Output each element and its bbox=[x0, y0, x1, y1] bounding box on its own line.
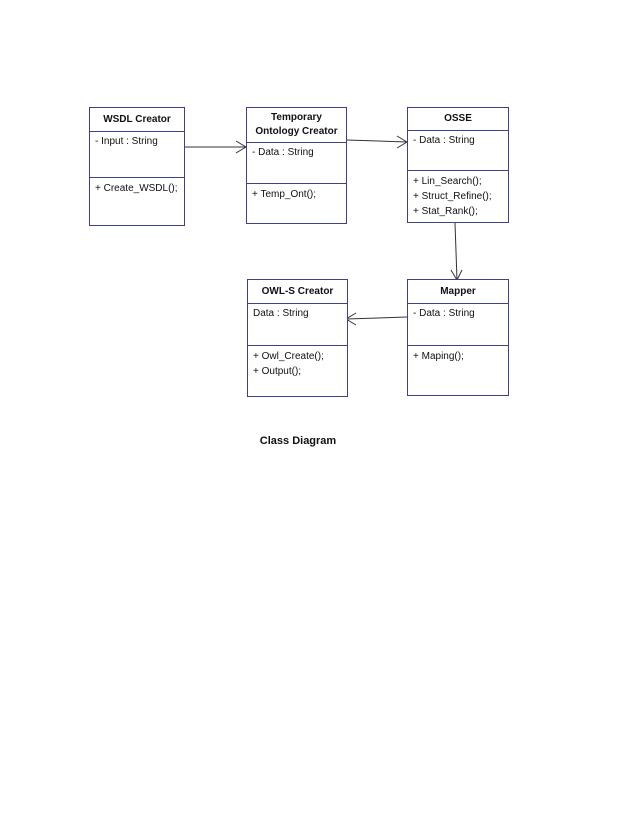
class-temporary-ontology-creator: Temporary Ontology Creator - Data : Stri… bbox=[246, 107, 347, 224]
method: + Output(); bbox=[253, 366, 302, 377]
attribute: - Data : String bbox=[252, 147, 314, 158]
class-wsdl-creator: WSDL Creator - Input : String + Create_W… bbox=[89, 107, 185, 226]
method: + Temp_Ont(); bbox=[252, 189, 317, 200]
method: + Lin_Search(); bbox=[413, 176, 482, 187]
attribute: Data : String bbox=[253, 308, 309, 319]
attribute: - Data : String bbox=[413, 135, 475, 147]
class-name: OSSE bbox=[408, 108, 508, 132]
diagram-caption: Class Diagram bbox=[259, 435, 337, 447]
class-attributes: - Input : String bbox=[90, 132, 184, 178]
class-methods: + Create_WSDL(); bbox=[90, 178, 184, 225]
class-attributes: - Data : String bbox=[408, 131, 508, 171]
class-methods: + Maping(); bbox=[408, 346, 508, 395]
class-attributes: Data : String bbox=[248, 304, 347, 346]
association-mapper-to-owls bbox=[345, 316, 408, 320]
association-temp-ontology-to-osse bbox=[346, 139, 408, 143]
method: + Create_WSDL(); bbox=[95, 183, 178, 194]
class-attributes: - Data : String bbox=[247, 143, 346, 184]
class-name: OWL-S Creator bbox=[248, 280, 347, 304]
class-methods: + Owl_Create(); + Output(); bbox=[248, 346, 347, 396]
class-mapper: Mapper - Data : String + Maping(); bbox=[407, 279, 509, 396]
attribute: - Input : String bbox=[95, 136, 158, 147]
method: + Struct_Refine(); bbox=[413, 191, 492, 202]
class-methods: + Temp_Ont(); bbox=[247, 184, 346, 223]
class-owl-s-creator: OWL-S Creator Data : String + Owl_Create… bbox=[247, 279, 348, 397]
method: + Owl_Create(); bbox=[253, 351, 324, 362]
class-name: Temporary Ontology Creator bbox=[247, 108, 346, 143]
class-attributes: - Data : String bbox=[408, 304, 508, 346]
association-osse-to-mapper bbox=[454, 222, 458, 281]
class-methods: + Lin_Search(); + Struct_Refine(); + Sta… bbox=[408, 171, 508, 222]
class-name: Mapper bbox=[408, 280, 508, 304]
class-name: WSDL Creator bbox=[90, 108, 184, 132]
class-osse: OSSE - Data : String + Lin_Search(); + S… bbox=[407, 107, 509, 223]
method: + Maping(); bbox=[413, 351, 464, 362]
attribute: - Data : String bbox=[413, 308, 475, 319]
method: + Stat_Rank(); bbox=[413, 206, 478, 217]
